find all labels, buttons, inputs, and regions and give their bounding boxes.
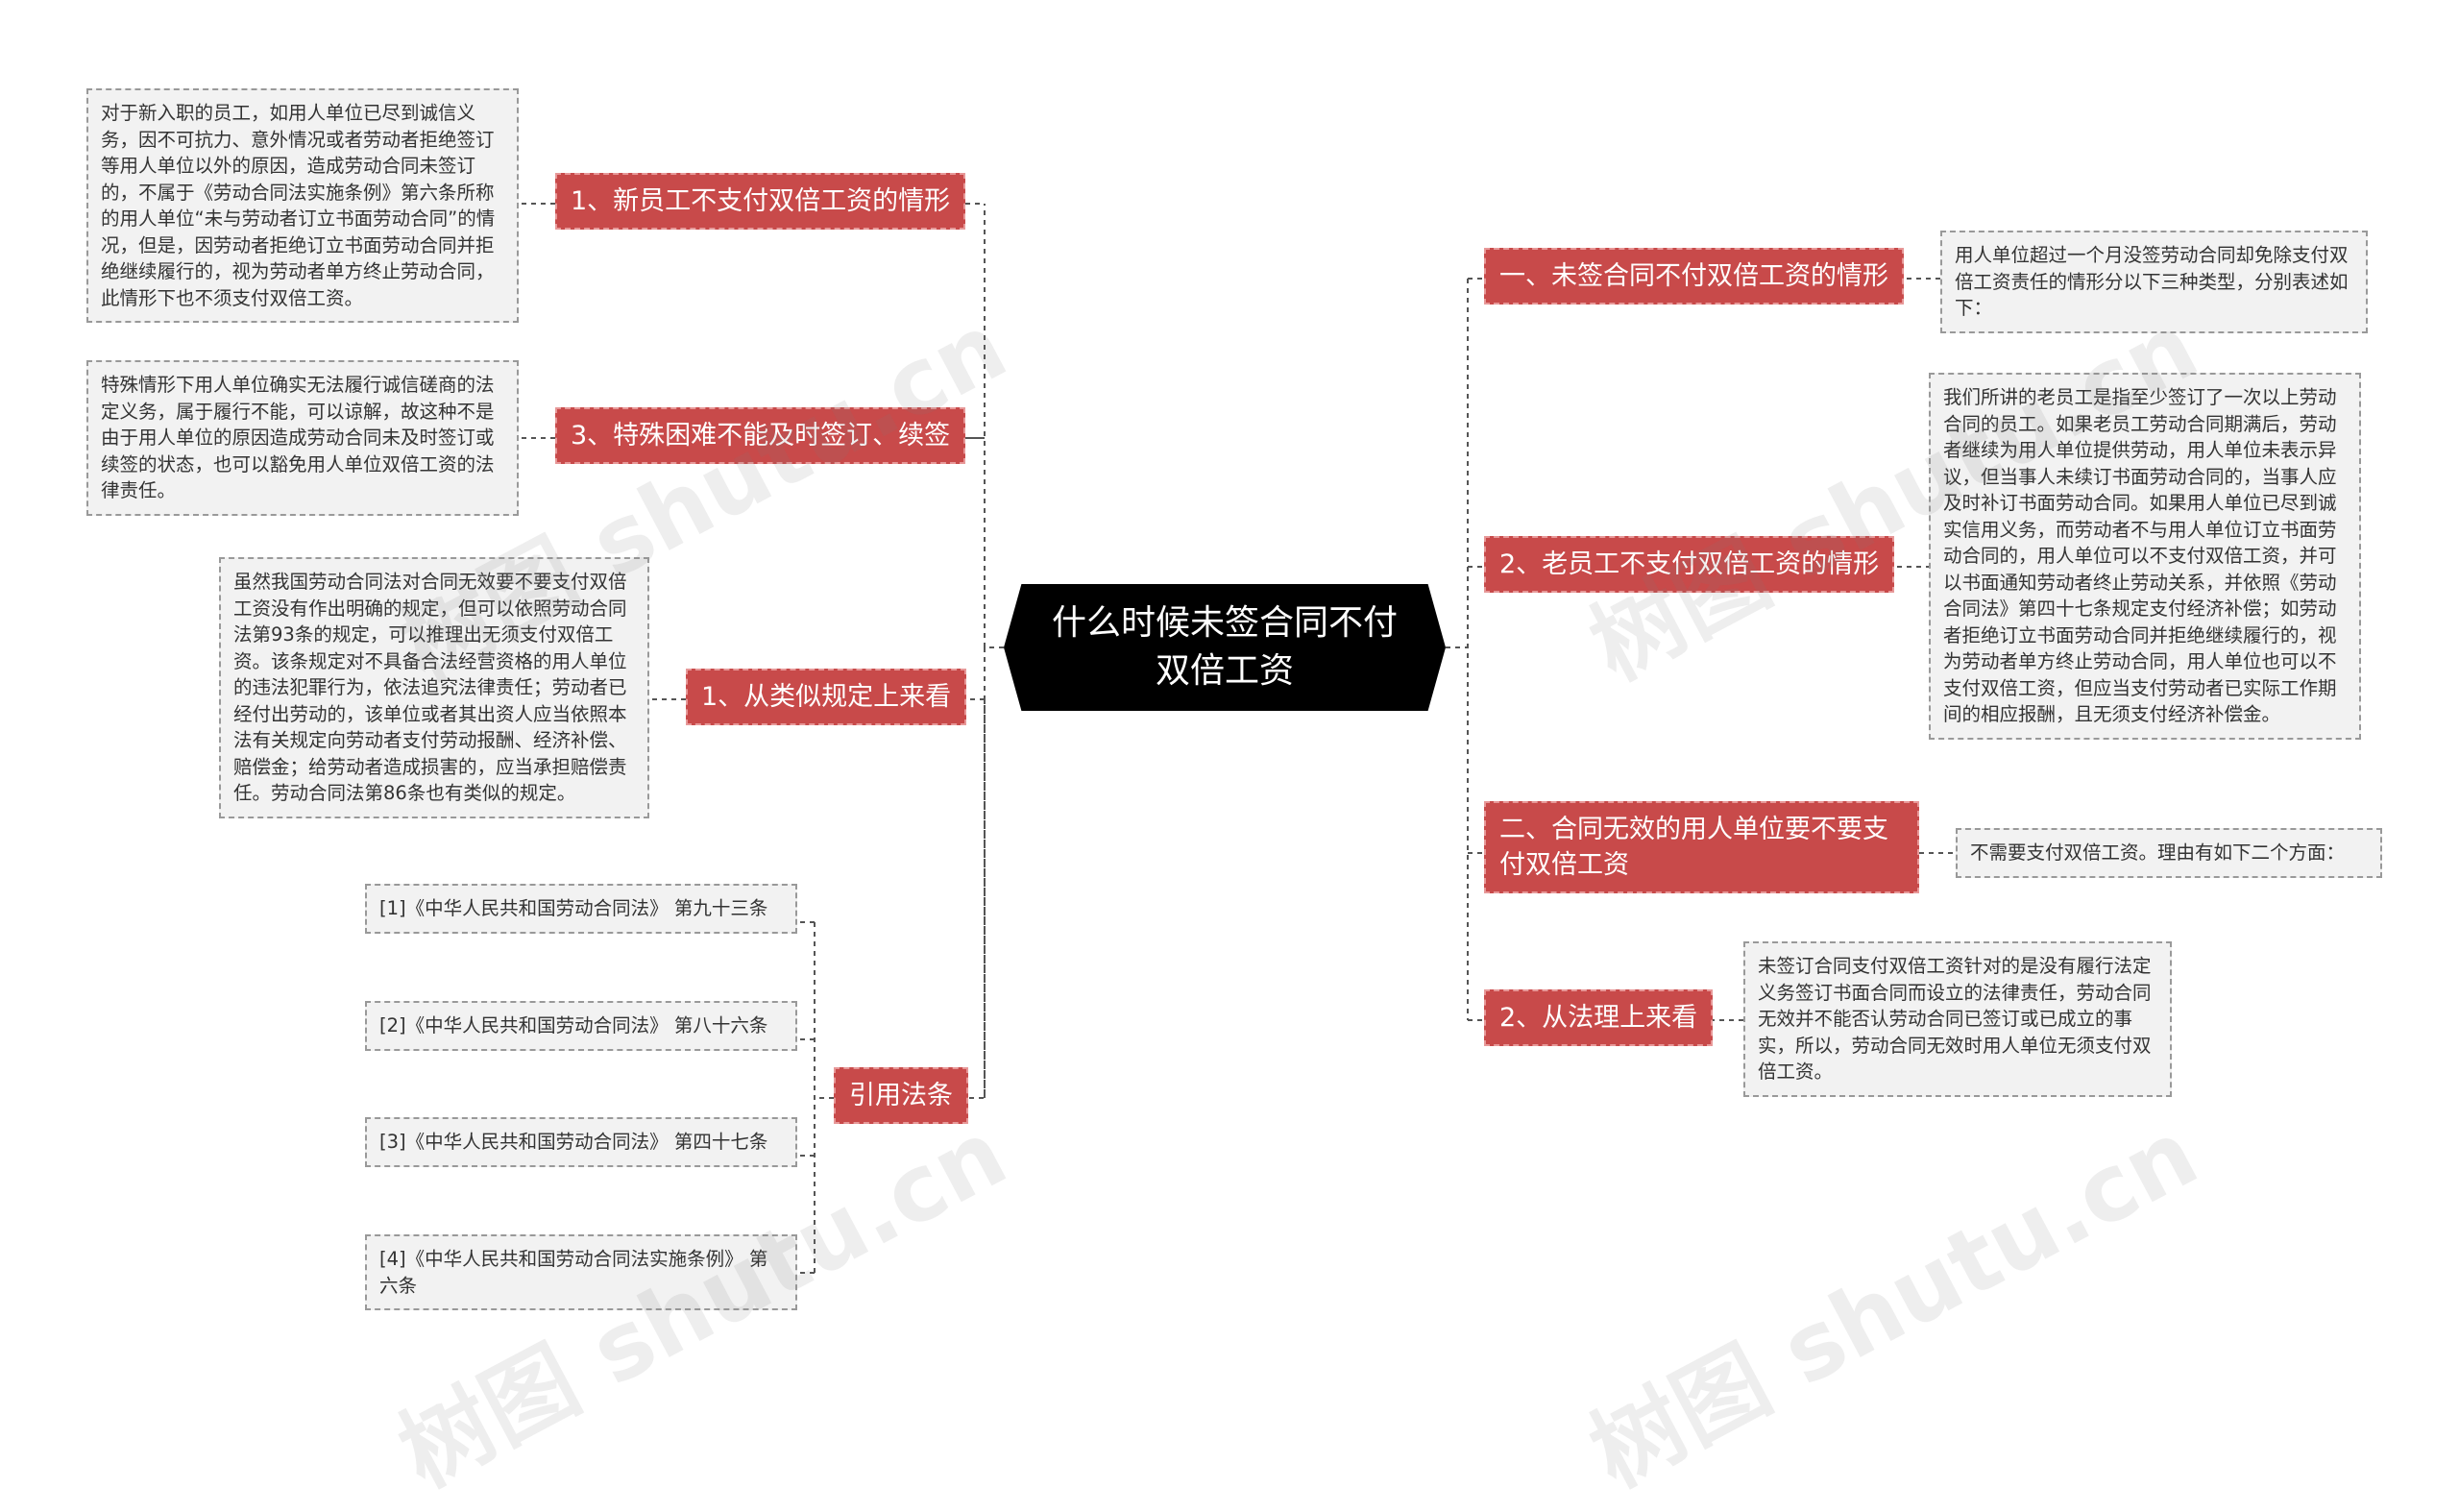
branch-label: 2、老员工不支付双倍工资的情形 (1499, 549, 1880, 579)
leaf-text: 不需要支付双倍工资。理由有如下二个方面： (1970, 841, 2346, 864)
branch-invalid-contract[interactable]: 二、合同无效的用人单位要不要支付双倍工资 (1484, 801, 1919, 893)
leaf-text: [2]《中华人民共和国劳动合同法》 第八十六条 (379, 1014, 768, 1036)
leaf-text: [3]《中华人民共和国劳动合同法》 第四十七条 (379, 1131, 768, 1153)
leaf-special-difficulty-detail: 特殊情形下用人单位确实无法履行诚信磋商的法定义务，属于履行不能，可以谅解，故这种… (86, 360, 519, 516)
mind-map-canvas: 什么时候未签合同不付双倍工资 1、新员工不支付双倍工资的情形 对于新入职的员工，… (86, 88, 2382, 1508)
leaf-text: 我们所讲的老员工是指至少签订了一次以上劳动合同的员工。如果老员工劳动合同期满后，… (1943, 386, 2337, 725)
central-topic[interactable]: 什么时候未签合同不付双倍工资 (1004, 584, 1446, 711)
leaf-similar-rules-detail: 虽然我国劳动合同法对合同无效要不要支付双倍工资没有作出明确的规定，但可以依照劳动… (219, 557, 649, 818)
leaf-ref-2: [2]《中华人民共和国劳动合同法》 第八十六条 (365, 1001, 797, 1051)
branch-new-employee[interactable]: 1、新员工不支付双倍工资的情形 (555, 173, 966, 230)
leaf-ref-4: [4]《中华人民共和国劳动合同法实施条例》 第六条 (365, 1234, 797, 1310)
branch-label: 2、从法理上来看 (1499, 1003, 1698, 1033)
branch-label: 二、合同无效的用人单位要不要支付双倍工资 (1499, 815, 1888, 880)
connector-center-right (1446, 278, 1484, 1021)
leaf-text: [1]《中华人民共和国劳动合同法》 第九十三条 (379, 897, 768, 919)
branch-legal-theory[interactable]: 2、从法理上来看 (1484, 989, 1714, 1046)
branch-similar-rules[interactable]: 1、从类似规定上来看 (686, 669, 967, 725)
branch-special-difficulty[interactable]: 3、特殊困难不能及时签订、续签 (555, 407, 966, 464)
branch-old-employee[interactable]: 2、老员工不支付双倍工资的情形 (1484, 536, 1895, 593)
leaf-text: 虽然我国劳动合同法对合同无效要不要支付双倍工资没有作出明确的规定，但可以依照劳动… (233, 571, 627, 804)
leaf-old-employee-detail: 我们所讲的老员工是指至少签订了一次以上劳动合同的员工。如果老员工劳动合同期满后，… (1929, 373, 2361, 740)
branch-label: 3、特殊困难不能及时签订、续签 (571, 421, 951, 451)
leaf-invalid-contract-detail: 不需要支付双倍工资。理由有如下二个方面： (1956, 828, 2382, 878)
connector-left-trunk-bottom (965, 647, 986, 1099)
leaf-legal-theory-detail: 未签订合同支付双倍工资针对的是没有履行法定义务签订书面合同而设立的法律责任，劳动… (1743, 941, 2172, 1097)
branch-label: 引用法条 (849, 1081, 953, 1110)
branch-label: 一、未签合同不付双倍工资的情形 (1499, 261, 1888, 291)
branch-label: 1、从类似规定上来看 (701, 682, 952, 712)
branch-cited-laws[interactable]: 引用法条 (834, 1067, 968, 1124)
branch-label: 1、新员工不支付双倍工资的情形 (571, 186, 951, 216)
leaf-ref-3: [3]《中华人民共和国劳动合同法》 第四十七条 (365, 1117, 797, 1167)
leaf-text: 用人单位超过一个月没签劳动合同却免除支付双倍工资责任的情形分以下三种类型，分别表… (1955, 244, 2349, 319)
leaf-text: 对于新入职的员工，如用人单位已尽到诚信义务，因不可抗力、意外情况或者劳动者拒绝签… (101, 102, 496, 309)
central-topic-label: 什么时候未签合同不付双倍工资 (1051, 603, 1398, 691)
leaf-new-employee-detail: 对于新入职的员工，如用人单位已尽到诚信义务，因不可抗力、意外情况或者劳动者拒绝签… (86, 88, 519, 323)
connector-lines (519, 203, 1956, 1274)
branch-no-contract-cases[interactable]: 一、未签合同不付双倍工资的情形 (1484, 248, 1904, 305)
leaf-ref-1: [1]《中华人民共和国劳动合同法》 第九十三条 (365, 884, 797, 934)
leaf-text: 未签订合同支付双倍工资针对的是没有履行法定义务签订书面合同而设立的法律责任，劳动… (1758, 955, 2152, 1083)
connector-refs (797, 921, 834, 1274)
leaf-no-contract-cases-detail: 用人单位超过一个月没签劳动合同却免除支付双倍工资责任的情形分以下三种类型，分别表… (1940, 231, 2368, 333)
leaf-text: [4]《中华人民共和国劳动合同法实施条例》 第六条 (379, 1248, 768, 1297)
leaf-text: 特殊情形下用人单位确实无法履行诚信磋商的法定义务，属于履行不能，可以谅解，故这种… (101, 374, 495, 501)
